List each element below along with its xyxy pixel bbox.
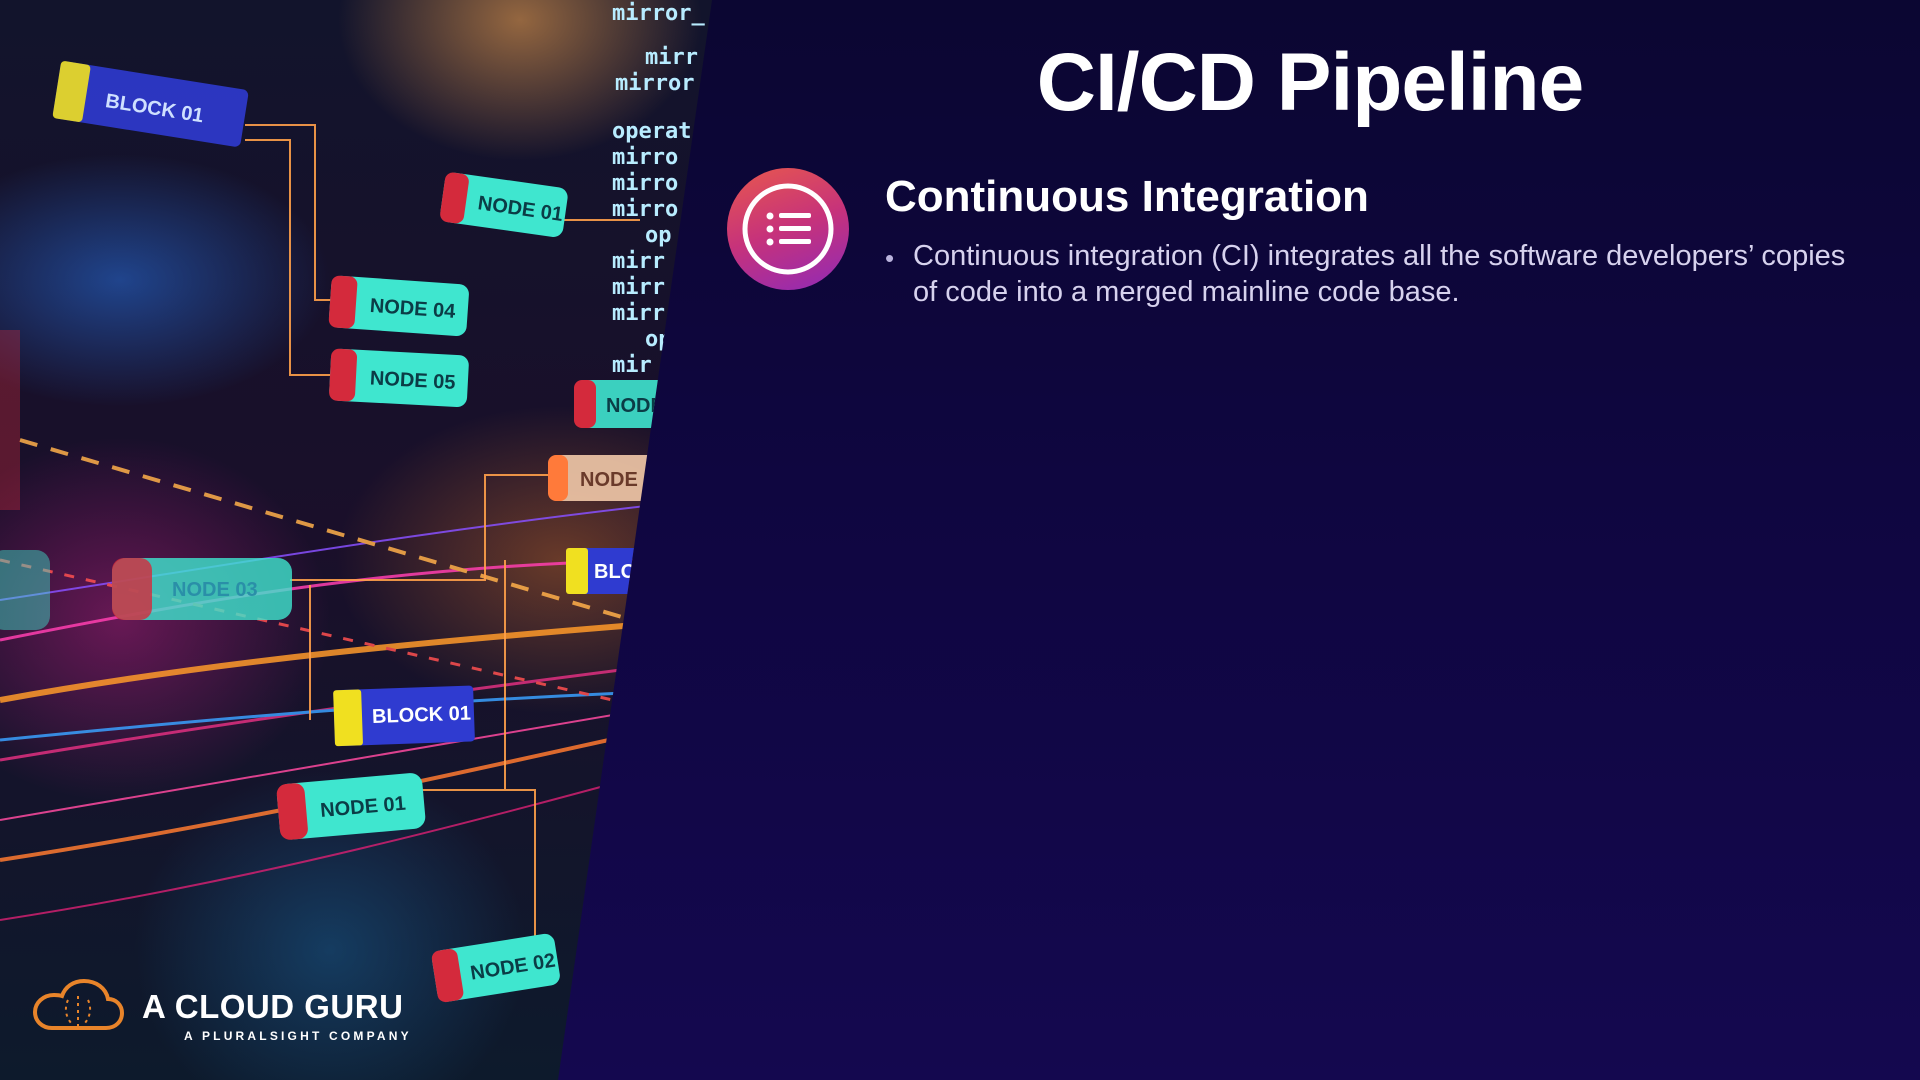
node-label: NODE 01 [276,773,426,840]
node-label: NODE 01 [440,172,568,237]
node-label: NODE 04 [328,275,469,337]
svg-text:BLOC: BLOC [594,561,651,583]
node-label: NODE [548,455,658,501]
code-fragment: op [645,223,672,248]
code-fragment: mirr [645,45,698,70]
code-fragment: op [645,327,672,352]
logo-tagline: A PLURALSIGHT COMPANY [184,1029,412,1043]
node-label: NODE 02 [431,933,560,1003]
node-label: NODE [574,380,674,428]
node-label: NODE 05 [329,348,469,408]
svg-text:NODE: NODE [606,395,664,417]
cloud-icon [32,978,124,1030]
block-label: BLOCK 01 [52,61,249,147]
code-fragment: mirr [612,249,665,274]
bullet-marker: • [885,243,895,273]
svg-text:NODE 05: NODE 05 [369,367,456,393]
hero-image: mirror_ mirr mirror operat mirro mirro m… [0,0,712,1080]
block-label: BLOCK 01 [333,685,475,747]
code-fragment: mirr [612,275,665,300]
svg-text:NODE: NODE [580,469,638,491]
page-title: CI/CD Pipeline [1036,37,1584,128]
code-fragment: mirror [615,71,694,96]
a-cloud-guru-logo: A CLOUD GURU A PLURALSIGHT COMPANY [32,978,432,1048]
code-fragment: mirr [612,301,665,326]
node-graph-illustration: mirror_ mirr mirror operat mirro mirro m… [0,1,705,1003]
section-heading: Continuous Integration [885,172,1369,221]
block-label: BLOC [566,548,666,594]
logo-name: A CLOUD GURU [142,988,404,1025]
svg-text:BLOCK 01: BLOCK 01 [372,703,472,728]
code-fragment: mirror_ [612,1,705,26]
node-label: NODE 03 [112,558,292,620]
list-icon [727,168,849,290]
svg-text:NODE 03: NODE 03 [172,579,258,601]
code-fragment: mir [612,353,652,378]
code-fragment: operat [612,119,691,144]
code-fragment: mirro [612,171,678,196]
bullet-text: Continuous integration (CI) integrates a… [913,240,1846,308]
code-fragment: mirro [612,145,678,170]
code-fragment: mirro [612,197,678,222]
